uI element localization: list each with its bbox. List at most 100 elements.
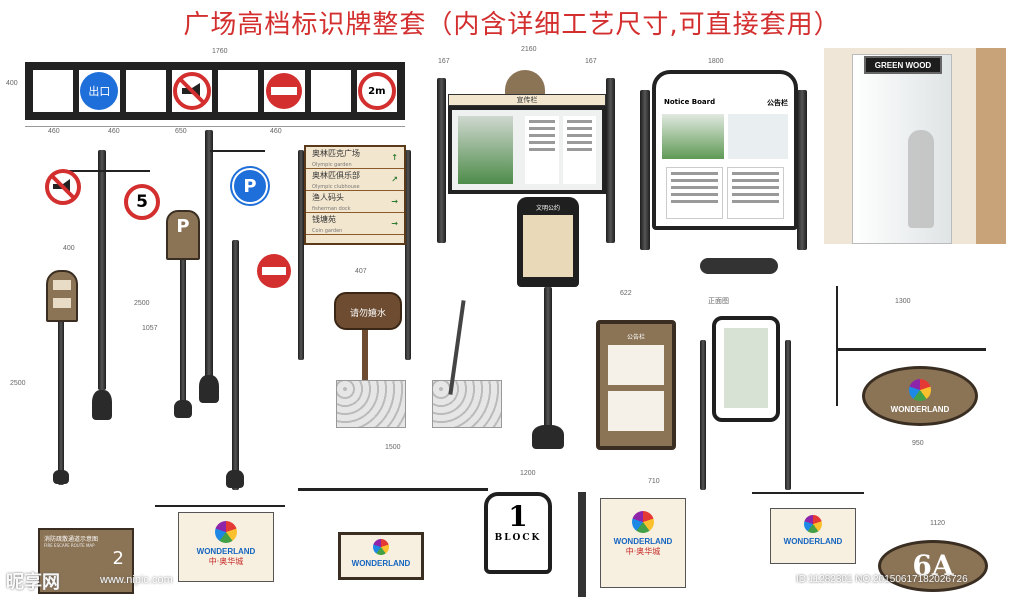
strip-cell-blank [125,70,166,112]
dim-label: 460 [270,128,282,135]
hanging-arm [836,348,986,351]
board-label-cn: 公告栏 [767,99,788,107]
strip-cell-height-limit: 2m [356,70,397,112]
brand-name-cn: 中·奥华城 [625,547,661,556]
brand-name-cn: 中·奥华城 [208,557,244,566]
strip-cell-blank [310,70,351,112]
sign-post [298,150,304,360]
strip-cell-blank [33,70,74,112]
no-entry-icon [266,73,303,109]
strip-cell-exit: 出口 [79,70,120,112]
board-label-en: Notice Board [664,98,716,106]
oval-sign: WONDERLAND [862,366,978,426]
ornate-arm [298,488,488,491]
dim-label: 167 [585,58,597,65]
pole-base [174,400,192,418]
storefront-wall [976,48,1006,244]
notice-board-2: Notice Board 公告栏 [652,70,798,230]
notice-board-1 [448,106,606,194]
page-title: 广场高档标识牌整套（内含详细工艺尺寸,可直接套用） [183,10,841,40]
pole-base [92,390,112,420]
dim-label: 1800 [708,58,724,65]
speed-limit-sign: 5 [124,184,160,220]
dim-label: 1300 [895,298,911,305]
exit-sign: 出口 [80,72,119,110]
dim-label: 1057 [142,325,158,332]
board-post [437,78,446,243]
brand-name: WONDERLAND [783,537,843,546]
evac-title: 消防疏散通道示意图 [44,536,99,543]
ground-section [336,380,406,428]
hanging-arm [752,492,864,494]
unit-plaque: 6A [878,540,988,592]
civility-title: 文明公约 [535,205,560,212]
oval-brand: WONDERLAND [890,405,950,414]
person-silhouette [908,130,934,228]
watermark-logo: 昵享网 [6,572,60,593]
wonderland-sign-3: WONDERLAND 中·奥华城 [600,498,686,588]
block-number: 1 [508,500,528,533]
dim-label: 1120 [930,520,946,527]
wall-bracket [836,286,838,406]
dim-label: 650 [175,128,187,135]
sign-post [544,287,552,447]
wonderland-logo-icon [373,539,389,555]
wonderland-sign-1: WONDERLAND 中·奥华城 [178,512,274,582]
dim-line [25,126,405,127]
board-photo [458,116,513,184]
strip-cell-blank [218,70,259,112]
ground-section [432,380,502,428]
top-sign-strip: 出口 2m [25,62,405,120]
dim-label: 1200 [520,470,536,477]
dim-label: 2500 [134,300,150,307]
dim-label: 407 [355,268,367,275]
pole-base [53,470,69,484]
sign-post [785,340,791,490]
bulletin-stand: 公告栏 [596,320,676,450]
pole-base [532,425,564,449]
strip-cell-no-entry [264,70,305,112]
board-photo [662,114,724,159]
lamp-pole [205,130,213,380]
evac-number: 2 [112,548,124,569]
parking-circle-sign: P [232,168,268,204]
plaque-post [362,330,368,390]
block-word: BLOCK [494,533,542,543]
wonderland-logo-icon [909,379,931,401]
wonderland-logo-icon [804,515,822,533]
dim-label: 400 [6,80,18,87]
dim-label: 1500 [385,444,401,451]
sign-pole [180,250,186,410]
sign-pole [58,315,64,485]
pole-base [226,470,244,488]
brand-name: WONDERLAND [351,559,411,568]
sign-post [700,340,706,490]
wonderland-sign-2: WONDERLAND [338,532,424,580]
board-post [640,90,650,250]
dim-label: 622 [620,290,632,297]
no-entry-icon [257,254,291,288]
strip-cell-no-horn [171,70,212,112]
pole-base [199,375,219,403]
dim-label: 460 [48,128,60,135]
no-horn-icon [172,72,211,110]
board-crest [505,70,545,98]
watermark-bar: 昵享网 www.nipic.com ID:11282301 NO:2015061… [0,566,1024,597]
board-post [606,78,615,243]
dim-label: 710 [648,478,660,485]
board-post [797,90,807,250]
sign-post [578,492,586,597]
wonderland-sign-4: WONDERLAND [770,508,856,564]
dim-label: 950 [912,440,924,447]
no-horn-icon [45,169,81,205]
evacuation-map-board: 消防疏散通道示意图 FIRE ESCAPE ROUTE MAP 2 [38,528,134,594]
brand-name: WONDERLAND [196,547,256,556]
lamp-pole [232,240,239,490]
bulletin-label: 公告栏 [626,334,645,341]
brand-name: WONDERLAND [613,537,673,546]
